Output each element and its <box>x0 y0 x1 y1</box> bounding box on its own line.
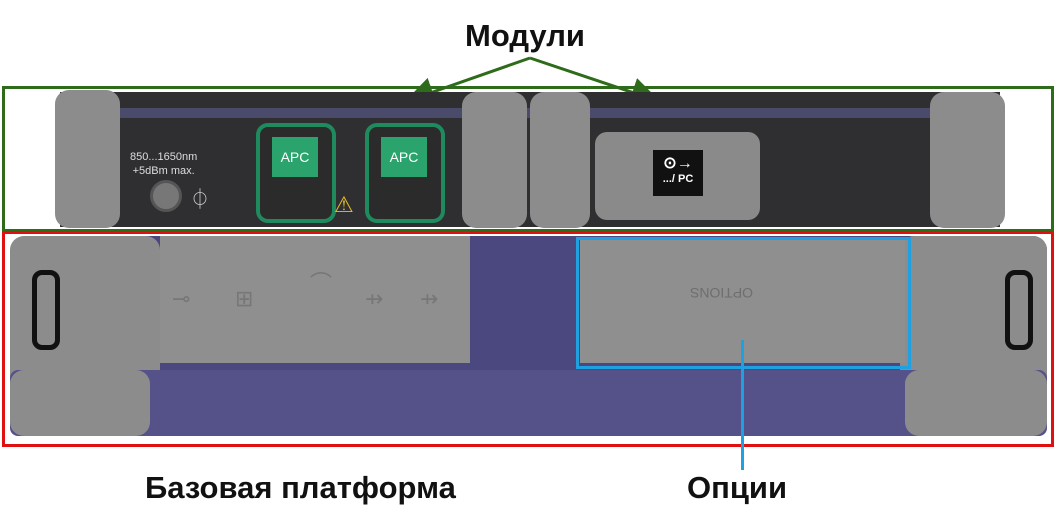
usb-icon: ⇸ <box>420 286 439 311</box>
spec-label: 850...1650nm +5dBm max. <box>130 151 198 177</box>
base-platform-box <box>2 231 1054 447</box>
otdr-port-1[interactable]: APC <box>256 123 336 223</box>
bumper <box>530 92 590 228</box>
ethernet-icon: ⊞ <box>235 286 254 311</box>
connector-cover[interactable]: ⊸ ⊞ ⌒ ⇸ ⇸ <box>160 236 470 363</box>
strap-handle <box>1005 270 1033 350</box>
laser-warning-icon: ⚠ <box>334 192 354 217</box>
options-label: Опции <box>687 470 788 505</box>
bumper <box>930 92 1005 228</box>
vfl-icon: ⊙→ <box>663 155 693 172</box>
otdr-port-2[interactable]: APC <box>365 123 445 223</box>
vfl-cover[interactable]: ⊙→ .../ PC <box>595 132 760 220</box>
strap-handle <box>32 270 60 350</box>
optical-icon: ⊸ <box>172 286 191 311</box>
bumper <box>55 90 120 228</box>
modules-box <box>2 86 1054 232</box>
power-meter-port[interactable] <box>150 180 182 212</box>
bumper <box>462 92 527 228</box>
input-port-icon: ⏀ <box>190 189 210 211</box>
usb-icon: ⇸ <box>365 286 384 311</box>
base-platform-label: Базовая платформа <box>145 470 456 505</box>
audio-icon: ⌒ <box>310 271 333 296</box>
options-pointer-line <box>741 340 744 470</box>
modules-label: Модули <box>465 18 585 53</box>
